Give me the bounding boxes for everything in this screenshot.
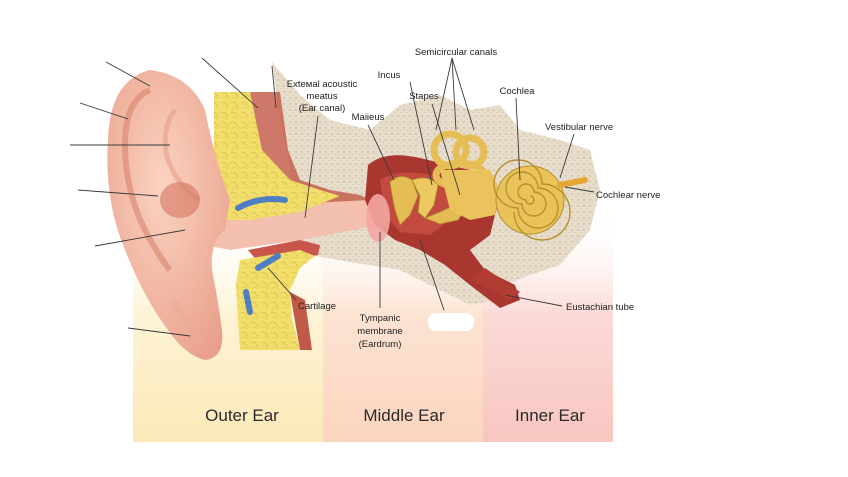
label-vestibular-nerve: Vestibular nerve [545, 122, 613, 133]
lower-cartilage [236, 250, 315, 350]
tympanic-membrane-shape [366, 194, 390, 242]
region-label-inner-ear: Inner Ear [515, 406, 585, 425]
label-cochlea: Cochlea [500, 86, 536, 97]
label-tympanic-1: Tympanic [360, 313, 401, 324]
label-eustachian-tube: Eustachian tube [566, 302, 634, 313]
pinna [107, 70, 230, 360]
label-tympanic-3: (Eardrum) [359, 339, 402, 350]
label-stapes: Stapes [409, 91, 439, 102]
label-external-meatus-1: Exteмal acoustic [287, 79, 358, 90]
label-cartilage: Cartilage [298, 301, 336, 312]
label-cochlear-nerve: Cochlear nerve [596, 190, 660, 201]
blank-patch [428, 313, 474, 331]
label-external-meatus-3: (Ear canal) [299, 103, 345, 114]
label-semicircular-canals: Semicircular canals [415, 47, 498, 58]
region-label-middle-ear: Middle Ear [363, 406, 445, 425]
label-malleus: Maiieus [352, 112, 385, 123]
label-tympanic-2: membrane [357, 326, 402, 337]
region-label-outer-ear: Outer Ear [205, 406, 279, 425]
label-incus: Incus [378, 70, 401, 81]
region-labels: Outer Ear Middle Ear Inner Ear [205, 406, 585, 425]
label-external-meatus-2: meatus [306, 91, 337, 102]
